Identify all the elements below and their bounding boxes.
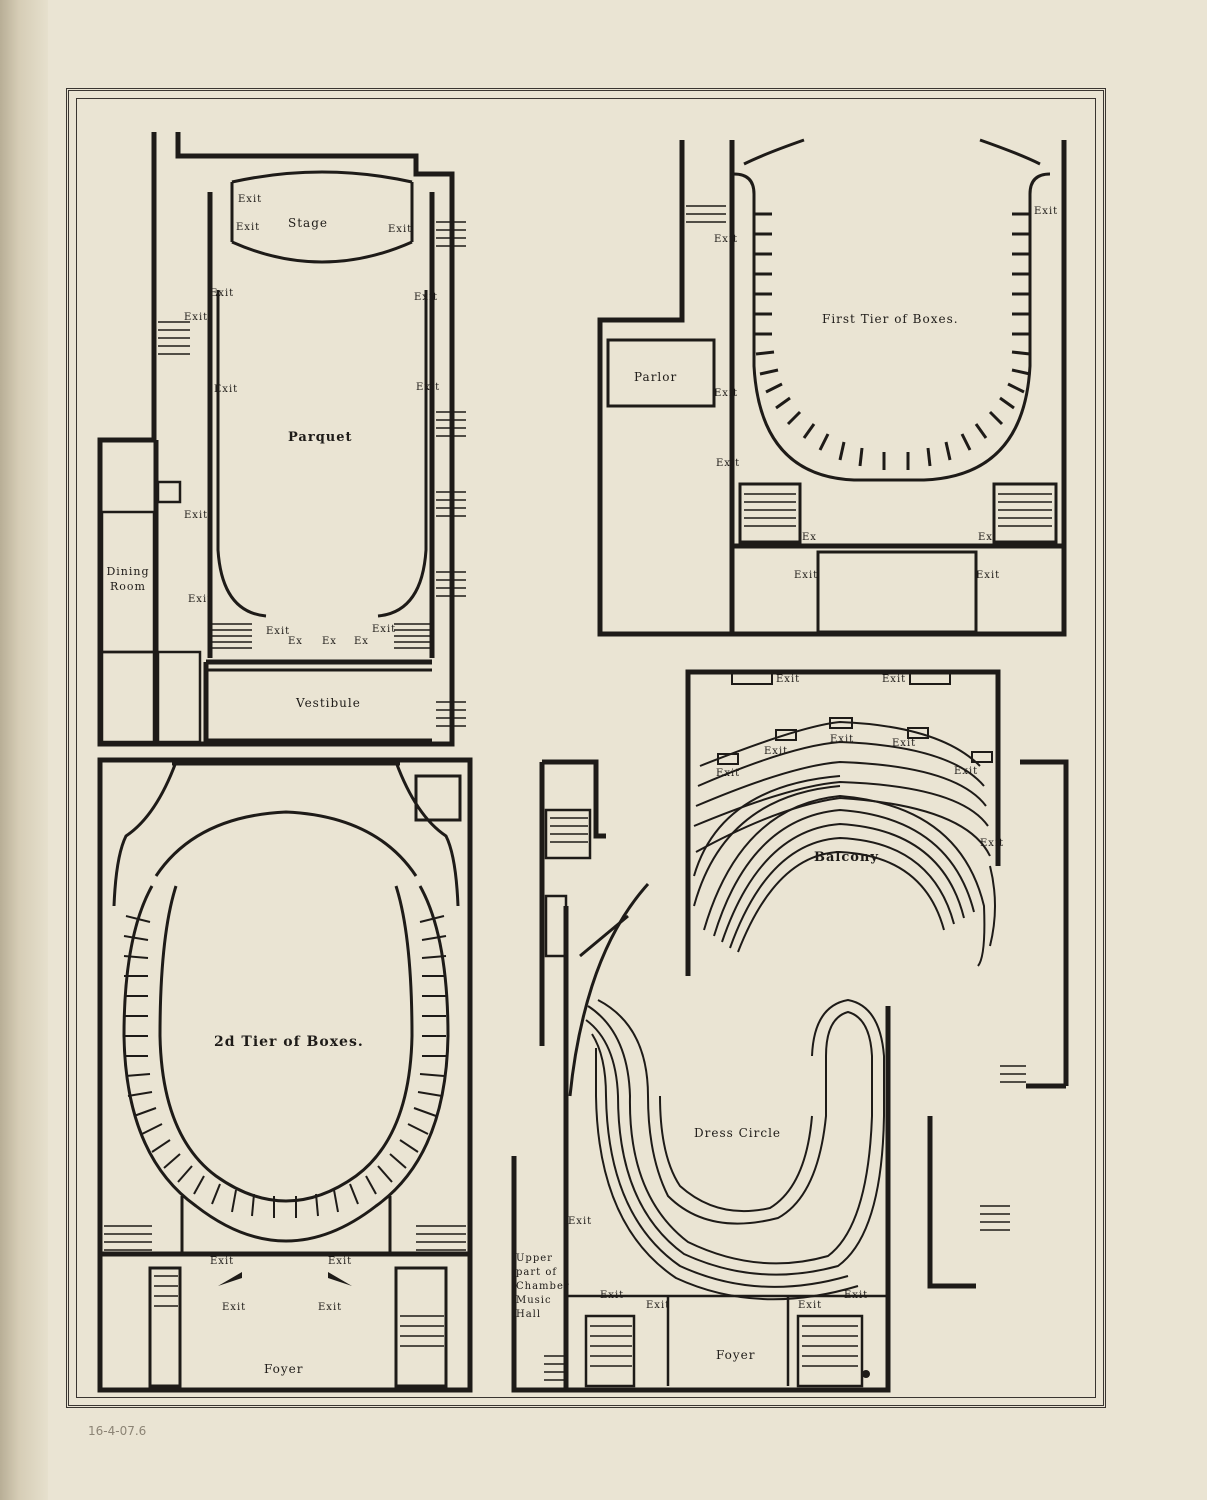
- ex-label: Ex: [354, 636, 369, 647]
- exit-label: Exit: [714, 234, 739, 245]
- exit-label: Exit: [184, 312, 209, 323]
- exit-label: Exit: [646, 1300, 671, 1311]
- exit-label: Exit: [976, 570, 1001, 581]
- vestibule-label: Vestibule: [296, 696, 361, 710]
- dining-room-label: Dining Room: [106, 565, 150, 593]
- page-border: [66, 88, 1106, 1408]
- exit-label: Exit: [794, 570, 819, 581]
- exit-label: Exit: [600, 1290, 625, 1301]
- exit-label: Exit: [716, 768, 741, 779]
- exit-label: Exit: [318, 1302, 343, 1313]
- exit-label: Exit: [980, 838, 1005, 849]
- dress-circle-title: Dress Circle: [694, 1126, 782, 1140]
- exit-label: Exit: [328, 1256, 353, 1267]
- second-tier-floor-plan: 2d Tier of Boxes. Foyer Exit Exit Exit E…: [96, 756, 476, 1396]
- exit-label: Exit: [714, 388, 739, 399]
- exit-label: Exit: [716, 458, 741, 469]
- parquet-plan-drawing: [97, 132, 466, 747]
- exit-label: Exit: [892, 738, 917, 749]
- exit-label: Exit: [954, 766, 979, 777]
- handwritten-annotation: 16-4-07.6: [88, 1424, 147, 1438]
- ex-label: Ex: [322, 636, 337, 647]
- exit-label: Exit: [214, 384, 239, 395]
- second-tier-title: 2d Tier of Boxes.: [214, 1034, 364, 1050]
- exit-label: Exit: [844, 1290, 869, 1301]
- foyer-label: Foyer: [716, 1348, 756, 1362]
- exit-label: Exit: [882, 674, 907, 685]
- exit-label: Exit: [776, 674, 801, 685]
- exit-label: Exit: [222, 1302, 247, 1313]
- chamber-music-hall-label: Upper part of Chamber Music Hall: [516, 1253, 570, 1320]
- parquet-floor-plan: Stage Parquet Vestibule Dining Room Exit…: [96, 122, 476, 748]
- second-tier-plan-drawing: [97, 757, 473, 1393]
- first-tier-plan-drawing: [597, 138, 1067, 637]
- exit-label: Exit: [764, 746, 789, 757]
- page-border-inner: [76, 98, 1096, 1398]
- ex-label: Ex: [288, 636, 303, 647]
- ex-label: Ex: [978, 532, 993, 543]
- exit-label: Exit: [210, 288, 235, 299]
- exit-label: Exit: [210, 1256, 235, 1267]
- exit-label: Exit: [416, 382, 441, 393]
- ex-label: Ex: [802, 532, 817, 543]
- balcony-plan-drawing: [685, 669, 1069, 1289]
- exit-label: Exit: [184, 510, 209, 521]
- binding-edge: [0, 0, 48, 1500]
- parlor-label: Parlor: [634, 370, 678, 384]
- exit-label: Exit: [798, 1300, 823, 1311]
- exit-label: Exit: [372, 624, 397, 635]
- exit-label: Exit: [266, 626, 291, 637]
- exit-label: Exit: [414, 292, 439, 303]
- exit-label: Exit: [830, 734, 855, 745]
- stage-label: Stage: [288, 216, 328, 230]
- exit-label: Exit: [238, 194, 263, 205]
- parquet-title: Parquet: [288, 430, 353, 445]
- exit-label: Exit: [388, 224, 413, 235]
- exit-label: Exit: [188, 594, 213, 605]
- dress-circle-plan-drawing: [511, 759, 891, 1393]
- exit-label: Exit: [236, 222, 261, 233]
- first-tier-title: First Tier of Boxes.: [822, 312, 959, 326]
- balcony-floor-plan: Balcony Exit Exit Exit Exit Exit Exit Ex…: [680, 666, 1070, 1366]
- exit-label: Exit: [1034, 206, 1059, 217]
- first-tier-floor-plan: First Tier of Boxes. Parlor Exit Exit Ex…: [594, 134, 1070, 638]
- exit-label: Exit: [568, 1216, 593, 1227]
- foyer-label: Foyer: [264, 1362, 304, 1376]
- dress-circle-floor-plan: Dress Circle Foyer Upper part of Chamber…: [508, 756, 902, 1396]
- balcony-title: Balcony: [814, 850, 879, 865]
